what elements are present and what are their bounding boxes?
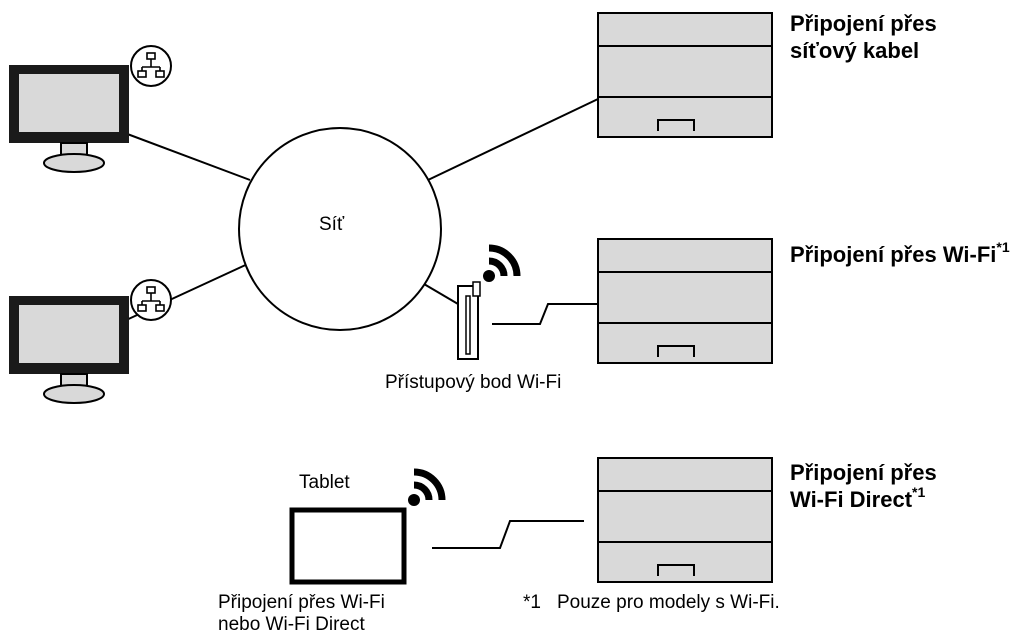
computer-icon — [8, 295, 130, 404]
footnote-marker: *1 — [996, 238, 1010, 255]
link-monitor-top — [121, 131, 251, 181]
wifi-signal-icon — [483, 248, 517, 282]
wifi-access-point-icon — [457, 281, 481, 360]
computer-icon — [8, 64, 130, 173]
printer-icon — [597, 12, 773, 138]
wireless-link-wifi — [492, 303, 598, 325]
footnote-text: Pouze pro modely s Wi-Fi. — [556, 592, 780, 613]
tablet-caption: Připojení přes Wi-Fi nebo Wi-Fi Direct — [218, 592, 385, 635]
tablet-label: Tablet — [299, 472, 350, 493]
wifi-direct-connection-title: Připojení přes Wi-Fi Direct*1 — [790, 460, 937, 512]
link-printer-cable — [427, 98, 599, 181]
footnote-mark: *1 — [523, 592, 541, 613]
network-circle — [238, 127, 442, 331]
lan-icon — [130, 45, 172, 87]
footnote: *1 Pouze pro modely s Wi-Fi. — [523, 592, 780, 614]
network-label: Síť — [319, 214, 345, 235]
printer-icon — [597, 457, 773, 583]
link-access-point — [423, 283, 459, 305]
tablet-icon — [289, 507, 407, 585]
cable-connection-title: Připojení přes síťový kabel — [790, 11, 937, 63]
access-point-label: Přístupový bod Wi-Fi — [385, 372, 562, 393]
wifi-signal-icon — [408, 472, 442, 506]
printer-icon — [597, 238, 773, 364]
footnote-marker: *1 — [912, 483, 926, 500]
lan-icon — [130, 279, 172, 321]
wireless-link-wifi-direct — [432, 520, 584, 549]
wifi-connection-title: Připojení přes Wi-Fi*1 — [790, 238, 1010, 267]
